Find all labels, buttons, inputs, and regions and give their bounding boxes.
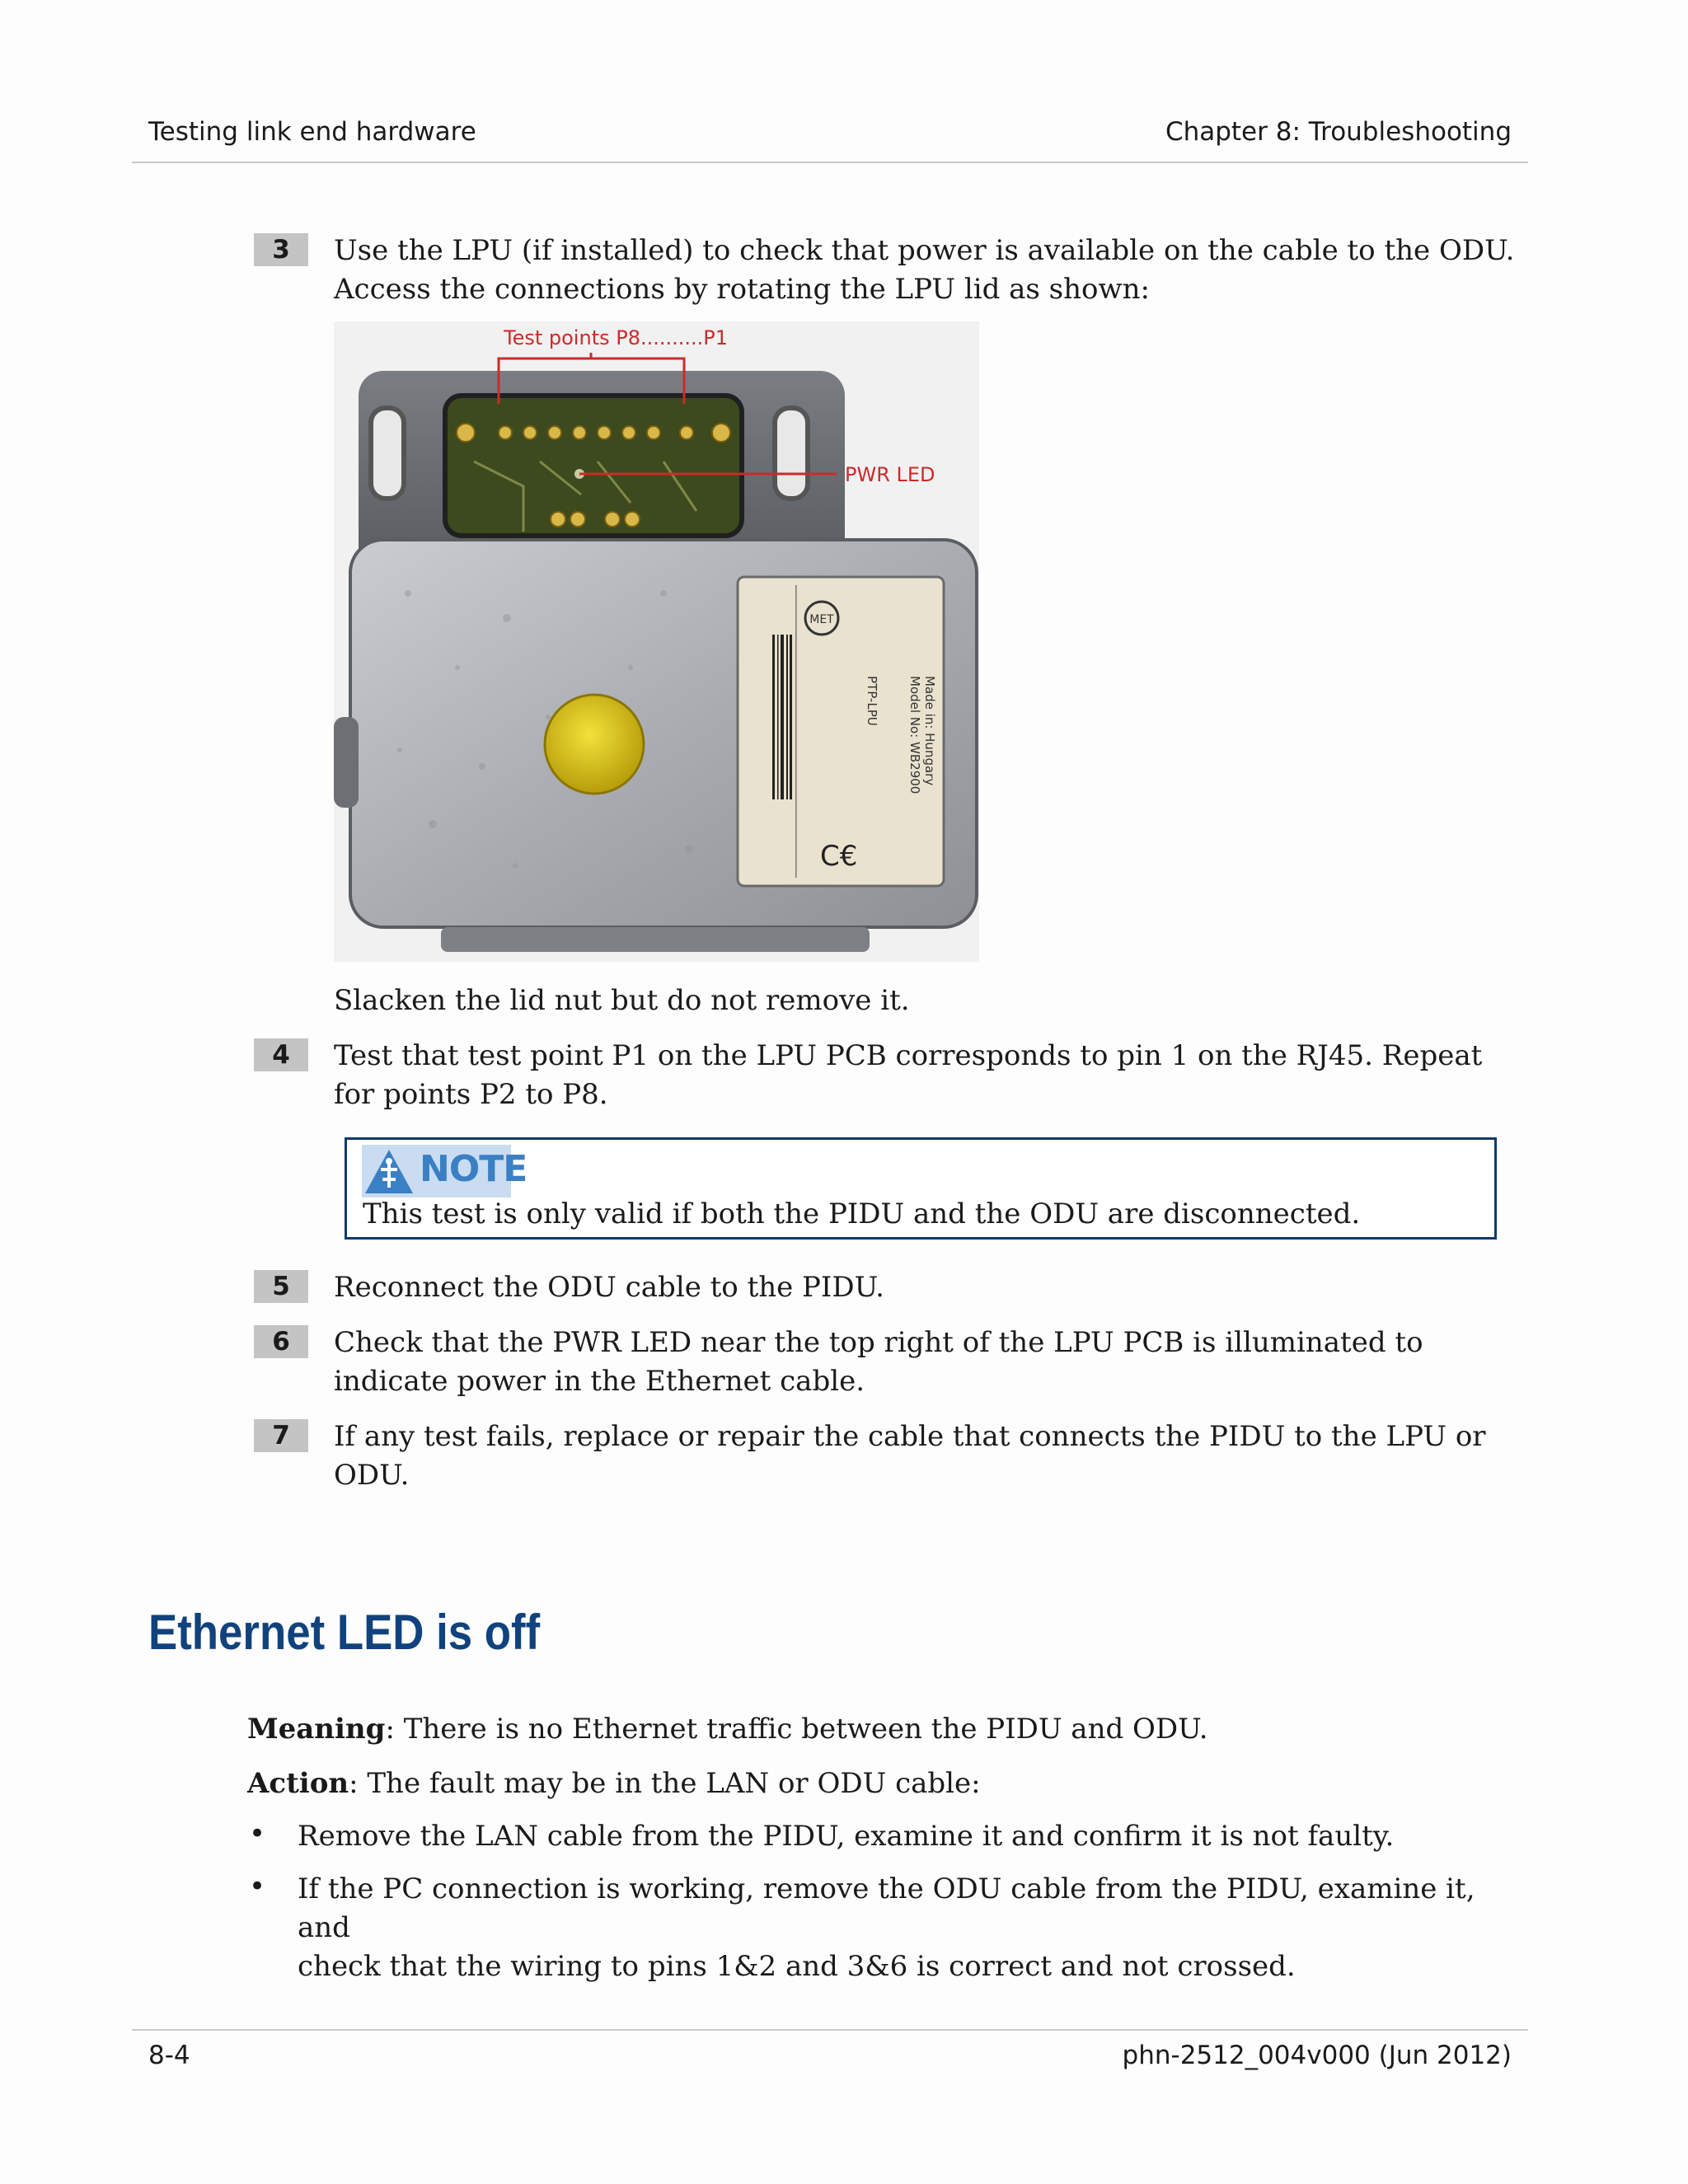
svg-text:C€: C€ xyxy=(820,840,857,873)
meaning-label: Meaning xyxy=(247,1713,386,1746)
step-6-line-2: indicate power in the Ethernet cable. xyxy=(334,1365,865,1398)
step-number-3: 3 xyxy=(254,233,308,266)
page-number: 8-4 xyxy=(148,2041,190,2070)
bullet-marker-2: • xyxy=(249,1870,266,1903)
running-header-chapter: Chapter 8: Troubleshooting xyxy=(1165,117,1512,147)
callout-test-points: Test points P8..........P1 xyxy=(503,326,728,349)
step-4-line-1: Test that test point P1 on the LPU PCB c… xyxy=(334,1039,1483,1072)
section-title: Ethernet LED is off xyxy=(148,1605,541,1660)
note-box: NOTE This test is only valid if both the… xyxy=(345,1137,1497,1240)
bullet-2-line-2: check that the wiring to pins 1&2 and 3&… xyxy=(298,1950,1296,1983)
note-warning-icon xyxy=(365,1150,413,1193)
note-text: This test is only valid if both the PIDU… xyxy=(363,1197,1361,1230)
photo-label-brand: MET xyxy=(809,613,834,626)
action-paragraph: Action: The fault may be in the LAN or O… xyxy=(247,1765,981,1803)
meaning-text: : There is no Ethernet traffic between t… xyxy=(385,1713,1208,1746)
bullet-1-line-1: Remove the LAN cable from the PIDU, exam… xyxy=(298,1820,1395,1853)
step-number-5: 5 xyxy=(254,1270,308,1303)
bullet-2-line-1: If the PC connection is working, remove … xyxy=(298,1872,1475,1944)
bullet-item-2: If the PC connection is working, remove … xyxy=(298,1870,1534,1986)
step-5-line-1: Reconnect the ODU cable to the PIDU. xyxy=(334,1271,884,1304)
note-badge: NOTE xyxy=(362,1145,528,1197)
step-7-line-2: ODU. xyxy=(334,1459,410,1492)
step-4-line-2: for points P2 to P8. xyxy=(334,1078,608,1111)
footer-rule xyxy=(132,2029,1528,2031)
step-number-4: 4 xyxy=(254,1038,308,1071)
document-id: phn-2512_004v000 (Jun 2012) xyxy=(1122,2041,1512,2070)
step-6-text: Check that the PWR LED near the top righ… xyxy=(334,1324,1537,1401)
step-6-line-1: Check that the PWR LED near the top righ… xyxy=(334,1326,1423,1359)
callout-pwr-led: PWR LED xyxy=(845,463,935,486)
bullet-item-1: Remove the LAN cable from the PIDU, exam… xyxy=(298,1817,1534,1856)
after-photo-text: Slacken the lid nut but do not remove it… xyxy=(334,984,910,1017)
photo-label-model: Model No: WB2900 xyxy=(907,676,922,794)
step-number-7: 7 xyxy=(254,1419,308,1452)
note-label: NOTE xyxy=(420,1148,528,1190)
step-3-text: Use the LPU (if installed) to check that… xyxy=(334,232,1537,309)
step-3-line-1: Use the LPU (if installed) to check that… xyxy=(334,234,1515,267)
header-rule xyxy=(132,162,1528,163)
meaning-paragraph: Meaning: There is no Ethernet traffic be… xyxy=(247,1710,1208,1749)
lpu-photo: MET PTP-LPU Model No: WB2900 Made in: Hu… xyxy=(334,321,979,962)
bullet-marker-1: • xyxy=(249,1817,266,1850)
action-text: : The fault may be in the LAN or ODU cab… xyxy=(349,1767,981,1800)
step-4-text: Test that test point P1 on the LPU PCB c… xyxy=(334,1037,1537,1114)
photo-label-origin: Made in: Hungary xyxy=(922,676,937,785)
step-5-text: Reconnect the ODU cable to the PIDU. xyxy=(334,1268,1537,1307)
step-3-line-2: Access the connections by rotating the L… xyxy=(334,273,1150,306)
step-7-line-1: If any test fails, replace or repair the… xyxy=(334,1420,1486,1453)
step-7-text: If any test fails, replace or repair the… xyxy=(334,1418,1537,1495)
running-header-section: Testing link end hardware xyxy=(148,117,476,147)
action-label: Action xyxy=(247,1767,349,1800)
step-number-6: 6 xyxy=(254,1325,308,1358)
photo-label-product: PTP-LPU xyxy=(865,676,879,726)
